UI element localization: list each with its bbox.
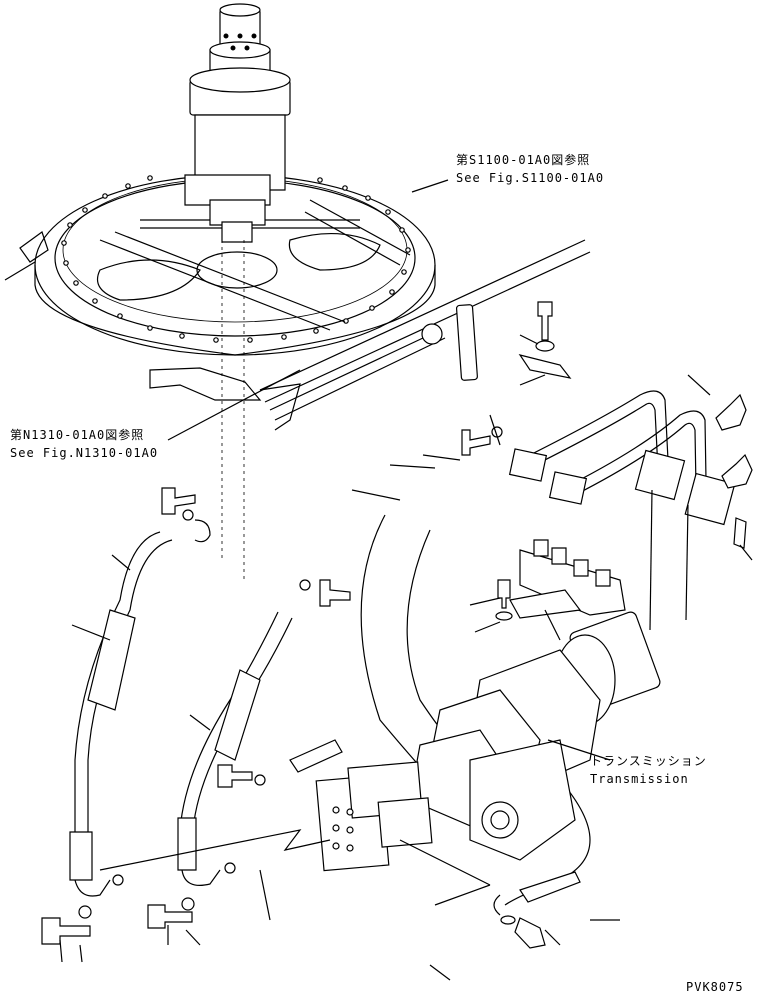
tank-ref-jp: 第N1310-01A0図参照 xyxy=(10,428,145,442)
mounting-bracket xyxy=(510,540,625,618)
tank-ref-en: See Fig.N1310-01A0 xyxy=(10,446,159,460)
pump-ports xyxy=(333,807,353,851)
transmission-label-jp: トランスミッション xyxy=(590,754,707,768)
swivel-ref-en: See Fig.S1100-01A0 xyxy=(456,171,605,185)
left-hose xyxy=(70,532,172,896)
middle-hose xyxy=(178,612,292,885)
leader-lines xyxy=(60,180,752,980)
pipe-assembly xyxy=(510,391,735,524)
swivel-ref-jp: 第S1100-01A0図参照 xyxy=(456,153,591,167)
pump-assembly xyxy=(100,610,662,885)
swivel-ports xyxy=(224,34,256,50)
transmission-label-en: Transmission xyxy=(590,772,689,786)
drawing-code: PVK8075 xyxy=(686,980,744,994)
center-swivel-joint xyxy=(185,4,290,242)
bolts-and-washers xyxy=(42,302,752,948)
bolt-holes xyxy=(62,176,410,342)
